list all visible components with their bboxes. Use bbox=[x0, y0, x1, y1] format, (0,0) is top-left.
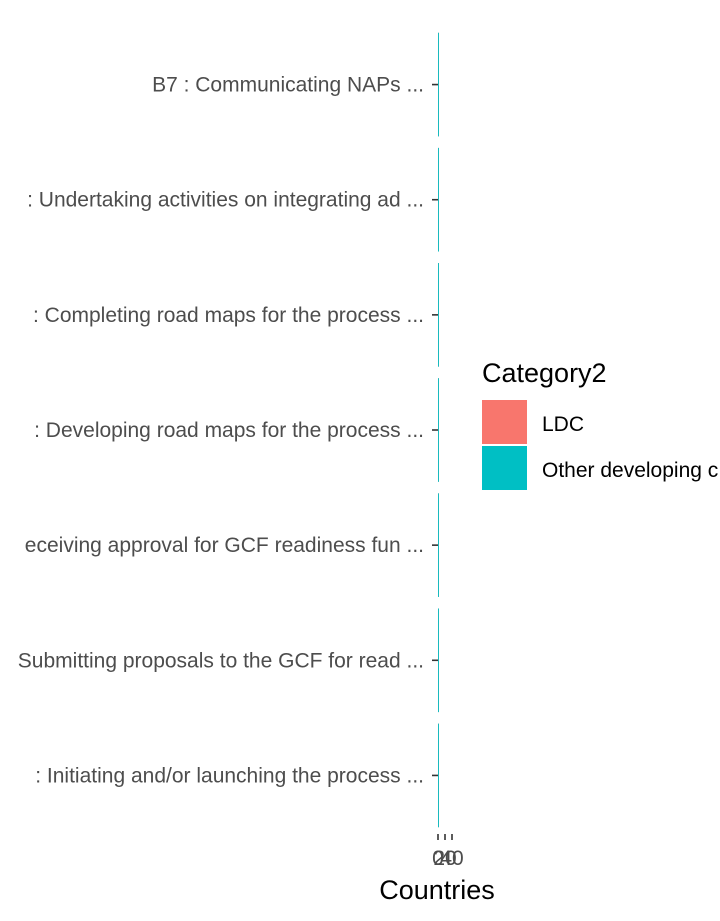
y-tick-label-category-7: : Initiating and/or launching the proces… bbox=[35, 764, 424, 787]
bar-category-3-series-2 bbox=[438, 263, 439, 367]
y-axis: B7 : Communicating NAPs ... : Undertaking… bbox=[18, 74, 438, 787]
legend-title: Category2 bbox=[482, 358, 607, 388]
bar-category-1-series-2 bbox=[438, 32, 439, 137]
bar-category-6-series-2 bbox=[438, 608, 439, 713]
bar-category-5-series-2 bbox=[438, 493, 439, 597]
bar-category-2-series-2 bbox=[438, 147, 439, 252]
legend-key-ldc bbox=[482, 400, 527, 444]
legend: Category2 LDC Other developing c bbox=[482, 358, 718, 490]
legend-label-ldc: LDC bbox=[542, 413, 584, 436]
legend-label-other-developing: Other developing c bbox=[542, 459, 718, 482]
legend-key-other-developing bbox=[482, 446, 527, 490]
y-tick-label-category-3: : Completing road maps for the process .… bbox=[33, 304, 424, 327]
bar-category-4-series-2 bbox=[438, 378, 439, 482]
x-tick-label-0: 0 bbox=[432, 847, 444, 870]
x-tick-label-40: 40 bbox=[440, 847, 463, 870]
plot-area bbox=[438, 32, 439, 828]
y-tick-label-category-1: B7 : Communicating NAPs ... bbox=[152, 74, 424, 97]
x-tick-label-20: 20 bbox=[433, 847, 456, 870]
x-axis-title: Countries bbox=[379, 875, 495, 905]
bar-category-7-series-2 bbox=[438, 723, 439, 828]
y-tick-label-category-5: eceiving approval for GCF readiness fun … bbox=[25, 534, 424, 557]
y-tick-label-category-6: Submitting proposals to the GCF for read… bbox=[18, 649, 424, 672]
y-tick-label-category-4: : Developing road maps for the process .… bbox=[34, 419, 424, 442]
y-tick-label-category-2: : Undertaking activities on integrating … bbox=[27, 189, 424, 212]
